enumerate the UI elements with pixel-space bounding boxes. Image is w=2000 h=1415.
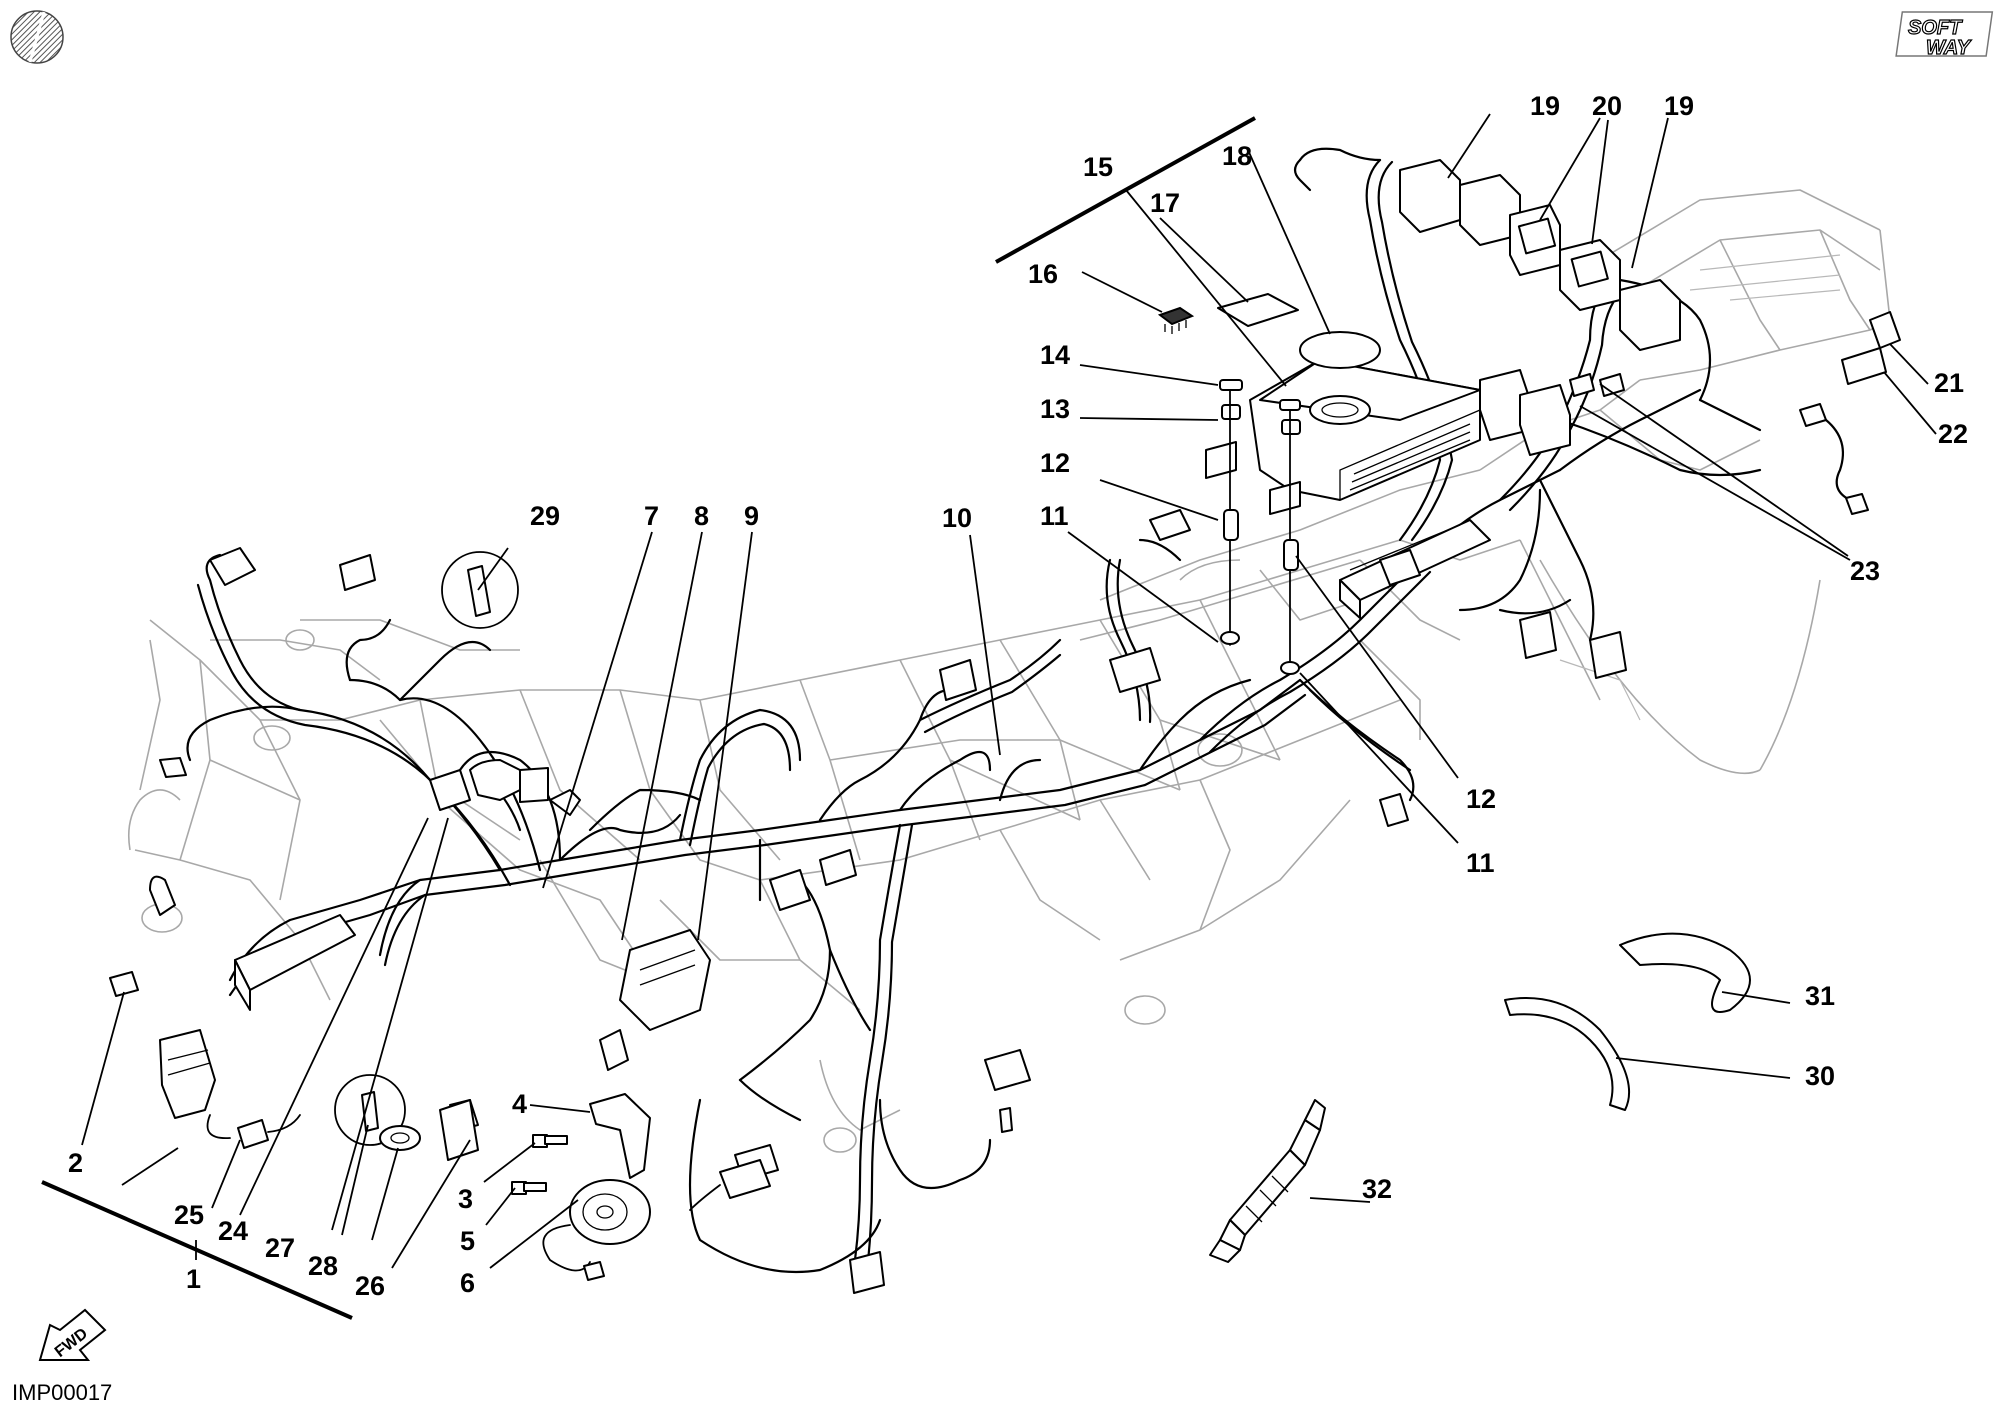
callout-11-upper: 11 <box>1040 501 1069 531</box>
cable-tie-30 <box>1504 997 1631 1111</box>
callout-23: 23 <box>1850 556 1880 586</box>
callout-8: 8 <box>694 501 709 531</box>
callout-13: 13 <box>1040 394 1070 424</box>
horn-bracket <box>589 1093 651 1179</box>
callout-30: 30 <box>1805 1061 1835 1091</box>
main-wiring-harness <box>186 147 1762 1274</box>
tail-wire-ends <box>149 757 581 916</box>
relay-multipin <box>159 1029 216 1119</box>
callout-6: 6 <box>460 1268 475 1298</box>
callout-5: 5 <box>460 1226 475 1256</box>
logo-line-2: WAY <box>1926 37 1972 59</box>
softway-logo: SOFT WAY <box>1895 11 1994 60</box>
callout-28: 28 <box>308 1251 338 1281</box>
callout-29: 29 <box>530 501 560 531</box>
callout-22: 22 <box>1938 419 1968 449</box>
horn <box>542 1179 651 1281</box>
ecu-mount-hardware <box>1205 379 1301 675</box>
callout-14: 14 <box>1040 340 1070 370</box>
callout-12-upper: 12 <box>1040 448 1070 478</box>
callout-17: 17 <box>1150 188 1180 218</box>
callout-18: 18 <box>1222 141 1252 171</box>
callout-26: 26 <box>355 1271 385 1301</box>
detail-bubble-27 <box>334 1074 406 1146</box>
bolts-3-5 <box>511 1134 568 1195</box>
corner-emblem-icon <box>10 10 64 64</box>
callout-21: 21 <box>1934 368 1964 398</box>
cable-tie-31 <box>1619 932 1751 1013</box>
callout-16: 16 <box>1028 259 1058 289</box>
fuse-relays <box>1479 369 1625 456</box>
callout-2: 2 <box>68 1148 83 1178</box>
forward-direction-arrow: FWD <box>38 1308 107 1361</box>
relay-2 <box>109 971 139 997</box>
callout-11-lower: 11 <box>1466 848 1495 878</box>
spark-plug <box>1209 1099 1326 1263</box>
eprom-chip <box>1157 306 1195 334</box>
callout-27: 27 <box>265 1233 295 1263</box>
callout-19-left: 19 <box>1530 91 1560 121</box>
ecu-label-plate <box>1217 293 1299 327</box>
logo-line-1: SOFT <box>1908 17 1963 39</box>
detail-bubble-29 <box>441 551 519 629</box>
callout-12-lower: 12 <box>1466 784 1496 814</box>
callout-19-right: 19 <box>1664 91 1694 121</box>
callout-32: 32 <box>1362 1174 1392 1204</box>
right-mid-connectors <box>1379 611 1627 827</box>
relay-cluster <box>1399 159 1681 351</box>
ecu-control-unit <box>1249 331 1481 501</box>
sensor-connector-bottom <box>689 1159 771 1211</box>
grommet-28 <box>379 1125 421 1151</box>
callout-20: 20 <box>1592 91 1622 121</box>
callout-1: 1 <box>186 1264 201 1294</box>
leader-lines <box>81 113 1937 1269</box>
wire-connector-25 <box>206 1114 301 1149</box>
callout-4: 4 <box>512 1089 527 1119</box>
callout-10: 10 <box>942 503 972 533</box>
callout-labels: 1 2 3 4 5 6 7 8 9 10 11 11 12 12 13 14 1… <box>68 91 1968 1301</box>
callout-25: 25 <box>174 1200 204 1230</box>
callout-9: 9 <box>744 501 759 531</box>
callout-3: 3 <box>458 1184 473 1214</box>
rear-connectors <box>1799 311 1901 515</box>
callout-31: 31 <box>1805 981 1835 1011</box>
ignition-coil <box>599 929 711 1071</box>
bracket-item-1 <box>41 1180 353 1320</box>
callout-15: 15 <box>1083 152 1113 182</box>
bracket-item-15 <box>995 116 1256 264</box>
coil-connectors-29 <box>209 547 549 811</box>
connector-26 <box>439 1099 479 1161</box>
fuse-box-front <box>234 914 356 1011</box>
drawing-code: IMP00017 <box>12 1380 112 1405</box>
callout-7: 7 <box>644 501 659 531</box>
callout-24: 24 <box>218 1216 248 1246</box>
